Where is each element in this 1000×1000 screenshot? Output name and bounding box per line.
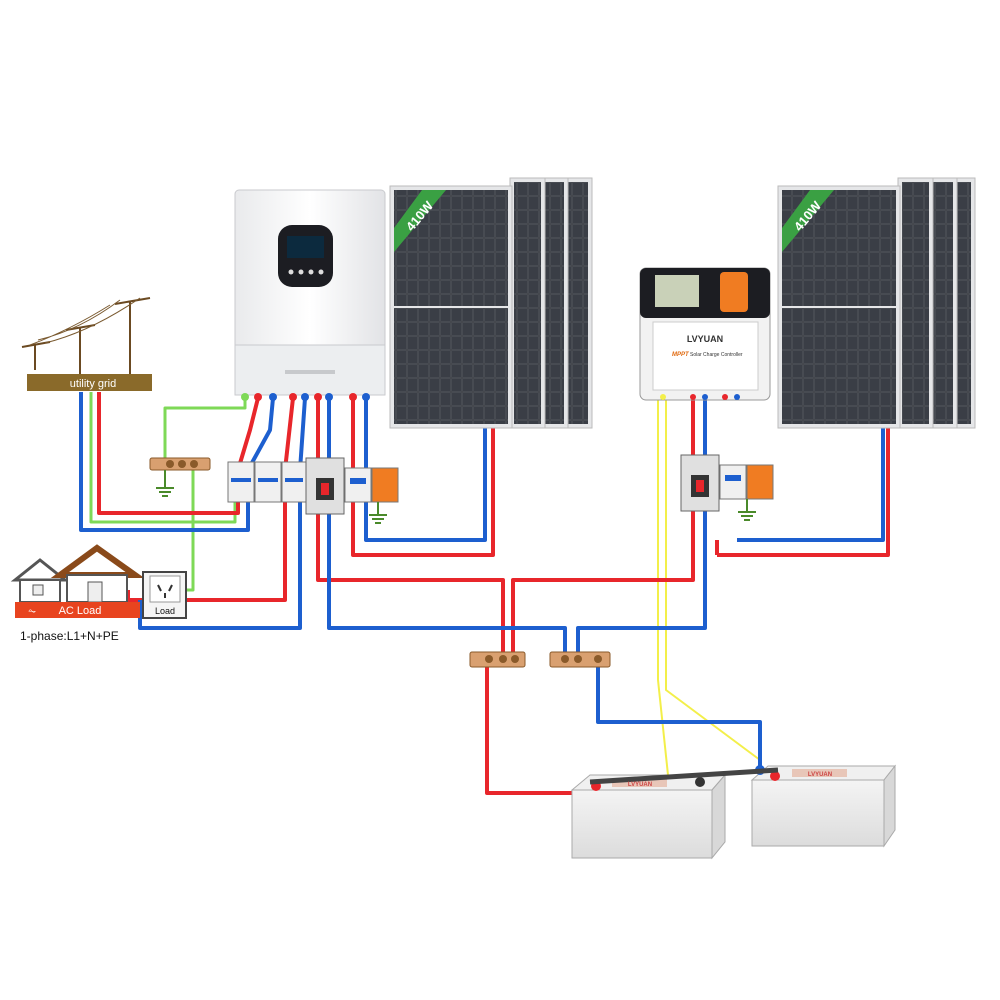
surge-protector-right xyxy=(719,464,774,500)
solar-array-left xyxy=(389,177,593,429)
battery-link-cable xyxy=(589,767,779,785)
ac-load-bar xyxy=(15,602,140,618)
ac-load-label: AC Load xyxy=(59,605,102,617)
houses-icon xyxy=(10,544,145,603)
ac-load-icon: ⏦ xyxy=(28,606,36,617)
load-socket xyxy=(142,571,187,619)
battery-left xyxy=(570,773,727,860)
battery-brand-right: LVYUAN xyxy=(808,772,832,778)
ground-bar-left xyxy=(149,457,211,471)
wires xyxy=(79,392,890,795)
surge-protector-left xyxy=(344,467,399,503)
ac-breakers xyxy=(227,461,307,503)
ground-symbol-right xyxy=(738,499,756,521)
inverter xyxy=(234,189,386,401)
controller-subtitle: Solar Charge Controller xyxy=(690,352,743,358)
load-socket-label: Load xyxy=(155,606,175,616)
ground-symbol-mid xyxy=(369,502,387,524)
phase-note: 1-phase:L1+N+PE xyxy=(20,629,119,643)
busbar-positive xyxy=(469,651,526,668)
charge-controller xyxy=(639,267,771,401)
busbar-negative xyxy=(549,651,611,668)
positive-wires xyxy=(97,392,890,795)
utility-grid-poles xyxy=(21,297,151,375)
ground-symbol-left xyxy=(156,470,174,497)
mccb-left xyxy=(305,457,345,515)
controller-brand: LVYUAN xyxy=(687,334,723,344)
controller-title: MPPT xyxy=(672,352,690,358)
battery-right xyxy=(750,764,897,848)
solar-array-right xyxy=(777,177,976,429)
battery-brand-left: LVYUAN xyxy=(628,782,652,788)
utility-grid-label: utility grid xyxy=(70,378,116,390)
signal-wires xyxy=(657,395,761,776)
utility-grid-bar xyxy=(27,374,152,391)
mccb-right xyxy=(680,454,720,512)
